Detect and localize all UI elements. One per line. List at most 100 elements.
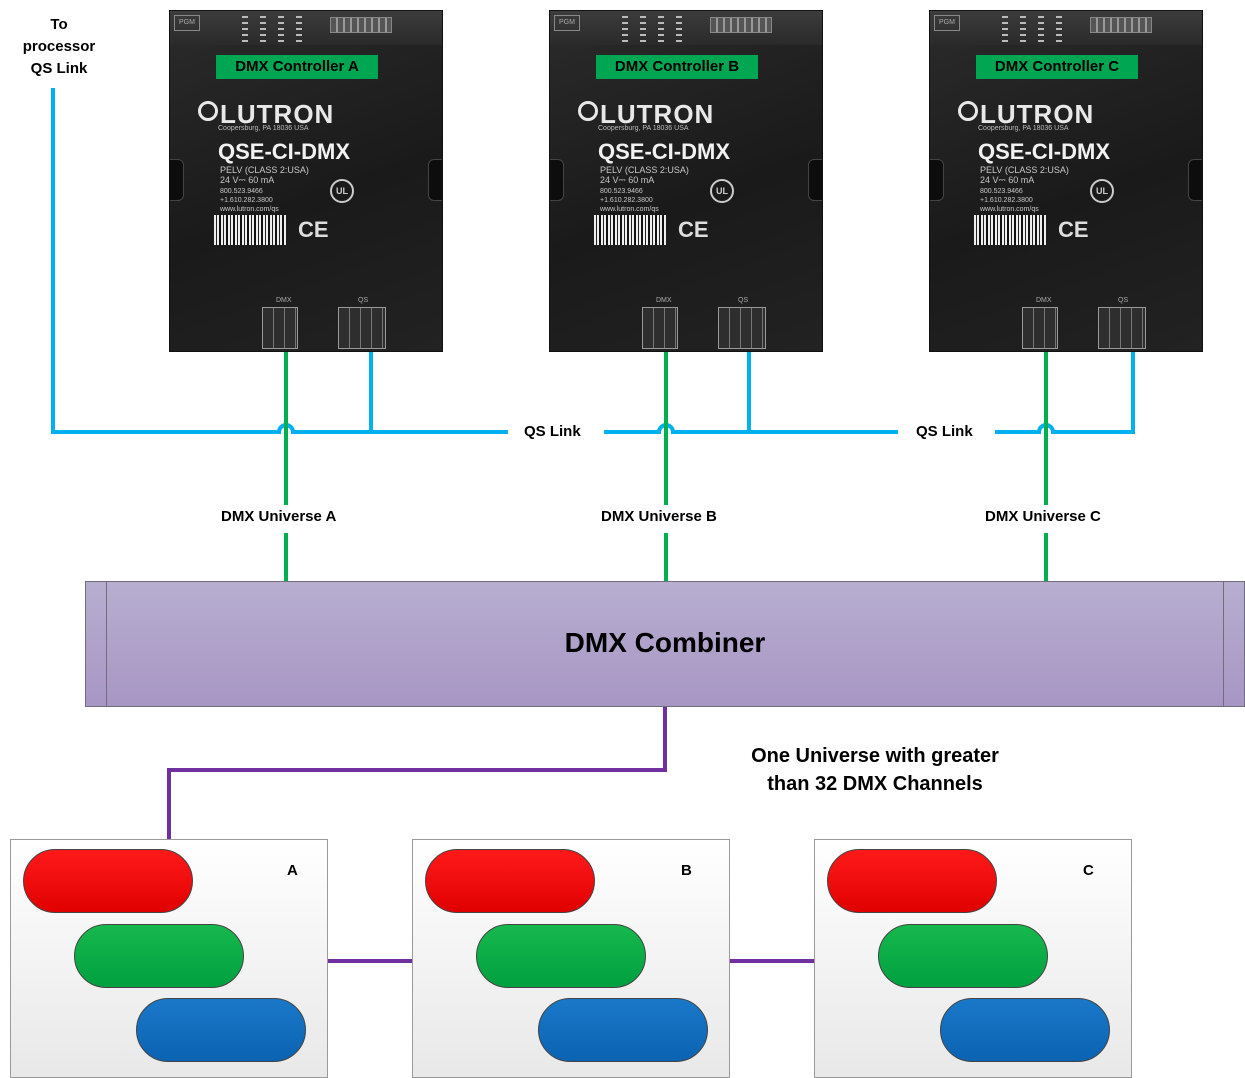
green-channel-pill (878, 924, 1048, 988)
universe-caption: One Universe with greater than 32 DMX Ch… (700, 742, 1050, 798)
dip-switch (330, 17, 392, 33)
brand-logo: LUTRON (198, 99, 334, 130)
qs-terminal-label: QS (738, 297, 749, 304)
status-leds (658, 16, 664, 42)
side-mounting-slot (1188, 159, 1202, 201)
rgb-fixture-b: B (412, 839, 730, 1078)
spec-line: 24 V⎓ 60 mA (600, 175, 655, 185)
status-leds (1002, 16, 1008, 42)
brand-address: Coopersburg, PA 18036 USA (598, 125, 689, 132)
ul-listed-icon: UL (330, 179, 354, 203)
qs-link-segment-c (995, 352, 1135, 434)
processor-label-line-2: processor (22, 38, 96, 55)
status-leds (1038, 16, 1044, 42)
rgb-fixture-c: C (814, 839, 1132, 1078)
dmx-universe-wires (284, 352, 1048, 581)
brand-name: LUTRON (600, 99, 715, 129)
controller-tag: DMX Controller A (216, 55, 378, 79)
dmx-controller-c: PGM DMX Controller C LUTRON Coopersburg,… (929, 10, 1203, 352)
side-mounting-slot (170, 159, 184, 201)
brand-logo: LUTRON (958, 99, 1094, 130)
spec-line: 24 V⎓ 60 mA (220, 175, 275, 185)
qs-terminal-block (718, 307, 766, 349)
qs-terminal-block (338, 307, 386, 349)
brand-ring-icon (578, 101, 598, 121)
red-channel-pill (425, 849, 595, 913)
dmx-terminal-label: DMX (1036, 297, 1052, 304)
red-channel-pill (23, 849, 193, 913)
dmx-universe-label-b: DMX Universe B (601, 508, 717, 525)
dmx-terminal-block (262, 307, 298, 349)
dip-switch (710, 17, 772, 33)
brand-logo: LUTRON (578, 99, 714, 130)
barcode (974, 215, 1046, 245)
blue-channel-pill (940, 998, 1110, 1062)
status-leds (1020, 16, 1026, 42)
qs-terminal-block (1098, 307, 1146, 349)
status-leds (242, 16, 248, 42)
model-number: QSE-CI-DMX (598, 139, 730, 164)
ul-listed-icon: UL (1090, 179, 1114, 203)
dmx-universe-label-a: DMX Universe A (221, 508, 337, 525)
side-mounting-slot (930, 159, 944, 201)
ce-mark: CE (1058, 217, 1089, 242)
qs-link-label: QS Link (916, 423, 973, 440)
spec-line: www.lutron.com/qs (980, 206, 1039, 213)
processor-label-line-1: To (50, 16, 68, 33)
dmx-combiner: DMX Combiner (85, 581, 1245, 707)
controller-top-panel (930, 11, 1202, 45)
status-leds (1056, 16, 1062, 42)
spec-line: 800.523.9466 (220, 188, 263, 195)
ul-listed-icon: UL (710, 179, 734, 203)
caption-line-1: One Universe with greater (751, 745, 999, 767)
brand-ring-icon (198, 101, 218, 121)
barcode (594, 215, 666, 245)
brand-name: LUTRON (220, 99, 335, 129)
qs-terminal-label: QS (358, 297, 369, 304)
status-leds (622, 16, 628, 42)
controller-top-panel (550, 11, 822, 45)
caption-line-2: than 32 DMX Channels (767, 773, 983, 795)
spec-line: +1.610.282.3800 (980, 197, 1033, 204)
dmx-controller-a: PGM DMX Controller A LUTRON Coopersburg,… (169, 10, 443, 352)
model-number: QSE-CI-DMX (218, 139, 350, 164)
status-leds (676, 16, 682, 42)
dmx-terminal-label: DMX (656, 297, 672, 304)
red-channel-pill (827, 849, 997, 913)
pgm-button: PGM (174, 15, 200, 31)
spec-line: +1.610.282.3800 (600, 197, 653, 204)
combiner-left-edge (86, 582, 107, 706)
spec-line: PELV (CLASS 2:USA) (600, 165, 689, 175)
ce-mark: CE (678, 217, 709, 242)
processor-label-line-3: QS Link (30, 60, 88, 77)
combined-dmx-output (167, 707, 667, 839)
brand-address: Coopersburg, PA 18036 USA (978, 125, 1069, 132)
dmx-controller-b: PGM DMX Controller B LUTRON Coopersburg,… (549, 10, 823, 352)
status-leds (278, 16, 284, 42)
spec-line: 800.523.9466 (600, 188, 643, 195)
combined-dmx-wires (167, 707, 814, 963)
fixture-letter: B (681, 862, 692, 879)
status-leds (640, 16, 646, 42)
spec-line: PELV (CLASS 2:USA) (980, 165, 1069, 175)
dmx-terminal-block (642, 307, 678, 349)
dmx-terminal-label: DMX (276, 297, 292, 304)
brand-address: Coopersburg, PA 18036 USA (218, 125, 309, 132)
controller-tag: DMX Controller B (596, 55, 758, 79)
combiner-right-edge (1223, 582, 1244, 706)
ce-mark: CE (298, 217, 329, 242)
spec-line: 24 V⎓ 60 mA (980, 175, 1035, 185)
spec-line: PELV (CLASS 2:USA) (220, 165, 309, 175)
side-mounting-slot (808, 159, 822, 201)
spec-line: +1.610.282.3800 (220, 197, 273, 204)
fixture-letter: A (287, 862, 298, 879)
side-mounting-slot (550, 159, 564, 201)
spec-line: 800.523.9466 (980, 188, 1023, 195)
qs-terminal-label: QS (1118, 297, 1129, 304)
qs-link-label: QS Link (524, 423, 581, 440)
pgm-button: PGM (934, 15, 960, 31)
processor-label: To processor QS Link (14, 14, 104, 80)
controller-tag: DMX Controller C (976, 55, 1138, 79)
model-number: QSE-CI-DMX (978, 139, 1110, 164)
